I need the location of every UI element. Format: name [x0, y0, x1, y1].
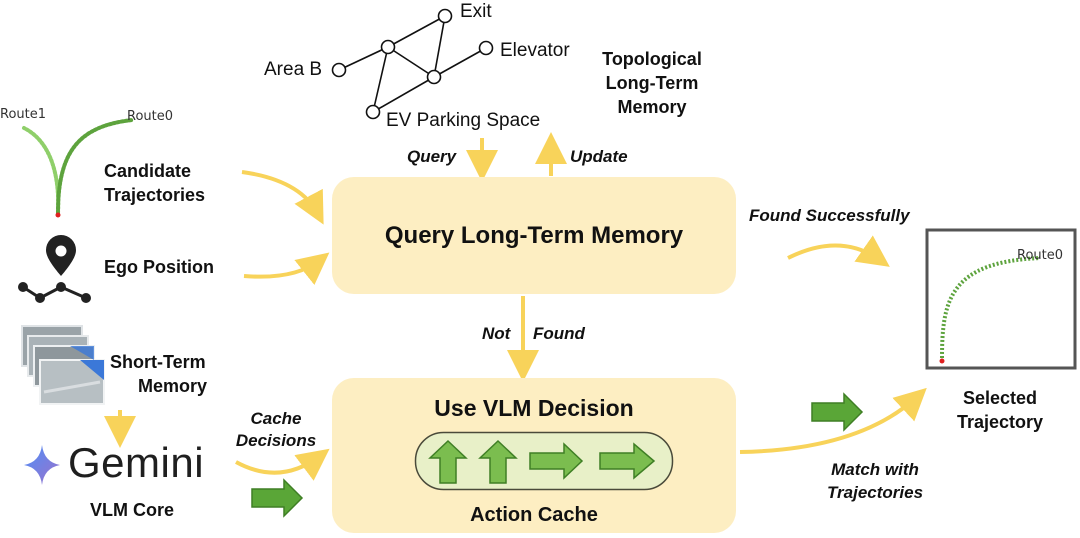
route1-label: Route1	[0, 107, 47, 122]
node-label-elevator: Elevator	[500, 40, 570, 61]
short-term-memory-label: Short-Term Memory	[110, 350, 207, 398]
decision-to-selected-arrow	[811, 392, 864, 432]
node-label-exit: Exit	[460, 1, 492, 22]
candidate-arrow	[241, 170, 324, 225]
ego-arrow	[243, 252, 330, 285]
vlm-to-decision-arrow	[251, 478, 304, 518]
label-line: Cache	[250, 409, 302, 428]
cache-arrow	[235, 448, 330, 481]
found-arrow	[787, 235, 890, 267]
title-line: Topological	[602, 49, 702, 69]
graph-node-elevator	[478, 40, 494, 56]
label-line: Trajectories	[826, 483, 924, 502]
topological-graph	[338, 15, 487, 113]
action-cache-label: Action Cache	[470, 504, 598, 526]
ego-position-icon	[18, 235, 91, 303]
route0-label: Route0	[127, 109, 174, 124]
selected-route0-label: Route0	[1017, 248, 1064, 263]
label-line: Selected	[962, 388, 1038, 408]
candidate-trajectories	[22, 118, 134, 218]
query-memory-box	[332, 177, 736, 294]
found-successfully-label: Found Successfully	[749, 206, 910, 225]
match-arrow	[739, 387, 927, 454]
cache-decisions-label: Cache Decisions	[226, 408, 326, 452]
match-with-trajectories-label: Match with Trajectories	[810, 458, 940, 504]
query-memory-label: Query Long-Term Memory	[384, 222, 684, 249]
found-label: Found	[533, 324, 585, 343]
title-line: Memory	[617, 97, 687, 117]
node-label-area-b: Area B	[264, 59, 323, 80]
graph-node-area-b	[331, 62, 347, 78]
ego-position-label: Ego Position	[104, 257, 214, 277]
label-line: Candidate	[104, 161, 192, 181]
graph-node-hub	[380, 39, 396, 55]
action-right-arrow-icon	[599, 442, 656, 480]
label-line: Trajectory	[956, 412, 1044, 432]
label-line: Decisions	[235, 431, 317, 450]
vlm-decision-label: Use VLM Decision	[434, 395, 634, 421]
label-line: Trajectories	[104, 185, 206, 205]
action-up-arrow-icon	[478, 439, 518, 484]
action-right-arrow-icon	[529, 442, 584, 480]
graph-node-ev-parking	[365, 104, 381, 120]
label-line: Memory	[138, 376, 208, 396]
graph-node-exit	[437, 8, 453, 24]
action-cache-capsule	[414, 431, 674, 491]
not-label: Not	[482, 324, 511, 343]
action-up-arrow-icon	[428, 439, 468, 484]
gemini-star-icon	[24, 445, 60, 485]
title-line: Long-Term	[605, 73, 699, 93]
short-term-memory-frames-icon	[21, 325, 105, 405]
label-line: Match with	[831, 460, 919, 479]
selected-trajectory-frame	[925, 228, 1077, 370]
gemini-wordmark: Gemini	[68, 439, 205, 486]
topological-memory-title: Topological Long-Term Memory	[588, 47, 716, 119]
node-label-ev-parking: EV Parking Space	[386, 110, 541, 131]
graph-node-center	[426, 69, 442, 85]
label-line: Short-Term	[110, 352, 206, 372]
query-label: Query	[407, 147, 457, 166]
candidate-trajectories-label: Candidate Trajectories	[104, 159, 205, 207]
update-label: Update	[570, 147, 628, 166]
selected-trajectory-label: Selected Trajectory	[940, 386, 1060, 434]
vlm-core-label: VLM Core	[90, 500, 175, 520]
